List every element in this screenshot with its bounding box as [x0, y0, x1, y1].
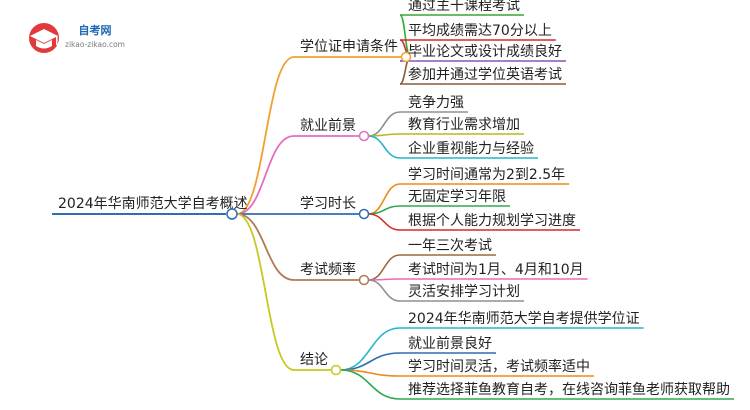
branch-to-leaf-link	[340, 369, 401, 400]
leaf-label: 教育行业需求增加	[408, 117, 520, 133]
leaf-label: 竞争力强	[408, 94, 464, 111]
logo-title: 自考网	[79, 23, 112, 37]
root-node-circle	[226, 208, 238, 220]
leaf-label: 一年三次考试	[408, 238, 492, 254]
leaf-label: 学习时间灵活，考试频率适中	[408, 358, 590, 375]
branch-to-leaf-link	[368, 279, 401, 302]
root-to-branch-link	[236, 213, 295, 371]
root-to-branch-link	[236, 135, 295, 215]
branch-to-leaf-link	[340, 327, 401, 371]
branch-node-circle	[358, 130, 370, 142]
branch-to-leaf-link	[368, 111, 401, 137]
branch-label: 学习时长	[300, 196, 356, 212]
branch-label: 考试频率	[300, 261, 356, 278]
leaf-label: 推荐选择菲鱼教育自考，在线咨询菲鱼老师获取帮助	[408, 381, 730, 398]
leaf-label: 灵活安排学习计划	[408, 284, 520, 300]
root-node-label: 2024年华南师范大学自考概述	[58, 195, 248, 212]
branch-to-leaf-link	[368, 135, 401, 159]
branch-to-leaf-link	[368, 213, 401, 231]
leaf-label: 根据个人能力规划学习进度	[408, 213, 576, 229]
branch-label: 学位证申请条件	[300, 38, 398, 55]
leaf-label: 学习时间通常为2到2.5年	[408, 167, 565, 183]
branch-node-circle	[330, 364, 342, 376]
root-to-branch-link	[236, 213, 295, 281]
branch-node-circle	[400, 51, 412, 63]
leaf-label: 企业重视能力与经验	[408, 140, 534, 157]
leaf-label: 考试时间为1月、4月和10月	[408, 262, 584, 278]
leaf-label: 通过主干课程考试	[408, 0, 520, 14]
node-layer: 2024年华南师范大学自考概述 学位证申请条件 通过主干课程考试平均成绩需达70分以…	[58, 0, 730, 398]
leaf-label: 无固定学习年限	[408, 189, 506, 205]
leaf-label: 就业前景良好	[408, 335, 492, 352]
leaf-label: 参加并通过学位英语考试	[408, 66, 562, 83]
branch-label: 就业前景	[300, 117, 356, 134]
root-to-branch-link	[236, 56, 295, 215]
leaf-label: 毕业论文或设计成绩良好	[408, 44, 562, 60]
leaf-label: 2024年华南师范大学自考提供学位证	[408, 310, 640, 327]
connector-layer	[52, 14, 734, 400]
graduation-cap-icon	[29, 23, 59, 53]
site-logo: 自考网 zikao-zikao.com	[29, 23, 125, 53]
branch-label: 结论	[300, 352, 328, 368]
logo-url: zikao-zikao.com	[65, 40, 125, 49]
leaf-label: 平均成绩需达70分以上	[408, 23, 552, 39]
branch-node-circle	[358, 208, 370, 220]
branch-to-leaf-link	[368, 254, 401, 281]
branch-node-circle	[358, 274, 370, 286]
branch-to-leaf-link	[340, 352, 401, 371]
